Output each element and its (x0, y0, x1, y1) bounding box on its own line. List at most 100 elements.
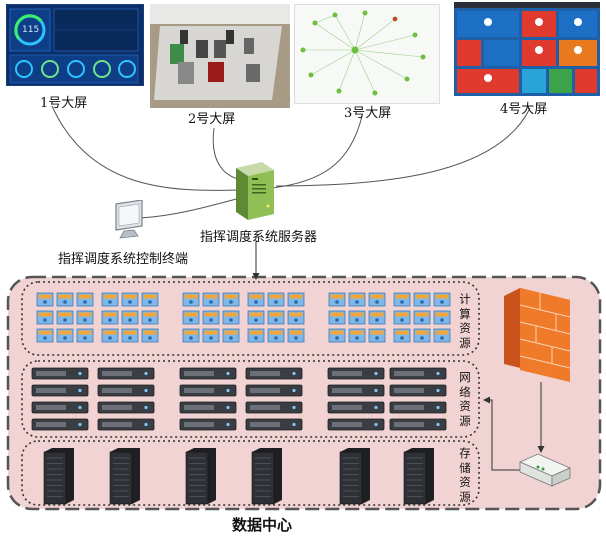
network-zone-label: 网络资源 (459, 370, 471, 428)
network-device (31, 401, 89, 414)
compute-node (413, 292, 431, 307)
compute-node (202, 328, 220, 343)
compute-node (328, 310, 346, 325)
link-screen4 (275, 107, 531, 187)
compute-node (433, 292, 451, 307)
network-device (327, 384, 385, 397)
network-device (327, 367, 385, 380)
terminal-label: 指挥调度系统控制终端 (58, 252, 189, 267)
link-terminal (139, 197, 241, 219)
compute-node (76, 328, 94, 343)
compute-node (182, 310, 200, 325)
network-device (97, 418, 155, 431)
datacenter-label: 数据中心 (232, 516, 293, 534)
compute-node (56, 310, 74, 325)
network-device (389, 401, 447, 414)
compute-node (267, 292, 285, 307)
network-device-grid (31, 367, 447, 431)
storage-array (185, 448, 216, 505)
compute-node (36, 328, 54, 343)
compute-node (368, 310, 386, 325)
compute-node (202, 292, 220, 307)
network-device (245, 384, 303, 397)
storage-array (109, 448, 140, 505)
gauge-value: 115 (22, 25, 40, 35)
screen-1-label: 1号大屏 (40, 96, 88, 111)
network-device (245, 367, 303, 380)
compute-node (101, 328, 119, 343)
screen-2-3d-room (150, 4, 290, 108)
compute-node (182, 292, 200, 307)
compute-node (393, 310, 411, 325)
network-device (389, 418, 447, 431)
network-device (389, 367, 447, 380)
network-device (31, 418, 89, 431)
compute-node (433, 310, 451, 325)
screen-3-label: 3号大屏 (344, 106, 392, 121)
compute-node (36, 310, 54, 325)
switch-to-network-arrow (483, 396, 520, 471)
compute-node (433, 328, 451, 343)
compute-node (287, 328, 305, 343)
network-device (179, 384, 237, 397)
network-device (327, 418, 385, 431)
screen-1-dashboard: 115 (6, 4, 144, 86)
compute-zone (21, 281, 480, 356)
compute-node (121, 328, 139, 343)
network-device (245, 418, 303, 431)
compute-node (56, 328, 74, 343)
terminal-icon (112, 199, 150, 242)
storage-array (339, 448, 370, 505)
compute-node (101, 310, 119, 325)
compute-node (222, 292, 240, 307)
network-zone (21, 360, 480, 438)
compute-node (393, 328, 411, 343)
compute-node (76, 310, 94, 325)
network-device (31, 384, 89, 397)
compute-node (267, 328, 285, 343)
network-device (97, 401, 155, 414)
storage-array-row (43, 448, 434, 505)
network-device (31, 367, 89, 380)
screen-2-label: 2号大屏 (188, 112, 236, 127)
storage-array (251, 448, 282, 505)
screen-4-tile-menu (454, 2, 600, 96)
compute-node (222, 328, 240, 343)
compute-node (413, 310, 431, 325)
compute-node (141, 310, 159, 325)
compute-node (36, 292, 54, 307)
network-device (389, 384, 447, 397)
compute-node (222, 310, 240, 325)
link-screen1 (51, 105, 241, 191)
compute-node (141, 292, 159, 307)
compute-node (287, 310, 305, 325)
network-device (97, 384, 155, 397)
compute-node (393, 292, 411, 307)
compute-node (287, 292, 305, 307)
compute-node (76, 292, 94, 307)
compute-node (141, 328, 159, 343)
compute-node (348, 328, 366, 343)
storage-zone (21, 440, 480, 506)
compute-node (247, 292, 265, 307)
compute-node (56, 292, 74, 307)
compute-node (247, 310, 265, 325)
network-device (97, 367, 155, 380)
storage-zone-label: 存储资源 (459, 446, 471, 504)
firewall-icon (504, 288, 571, 382)
network-device (179, 401, 237, 414)
switch-icon (519, 453, 571, 487)
compute-node (328, 328, 346, 343)
compute-node (101, 292, 119, 307)
compute-node (182, 328, 200, 343)
server-icon (232, 160, 278, 222)
compute-node (121, 292, 139, 307)
compute-node-grid (36, 292, 451, 343)
compute-node (121, 310, 139, 325)
compute-node (368, 328, 386, 343)
compute-node (247, 328, 265, 343)
compute-node (328, 292, 346, 307)
network-device (179, 367, 237, 380)
compute-node (413, 328, 431, 343)
